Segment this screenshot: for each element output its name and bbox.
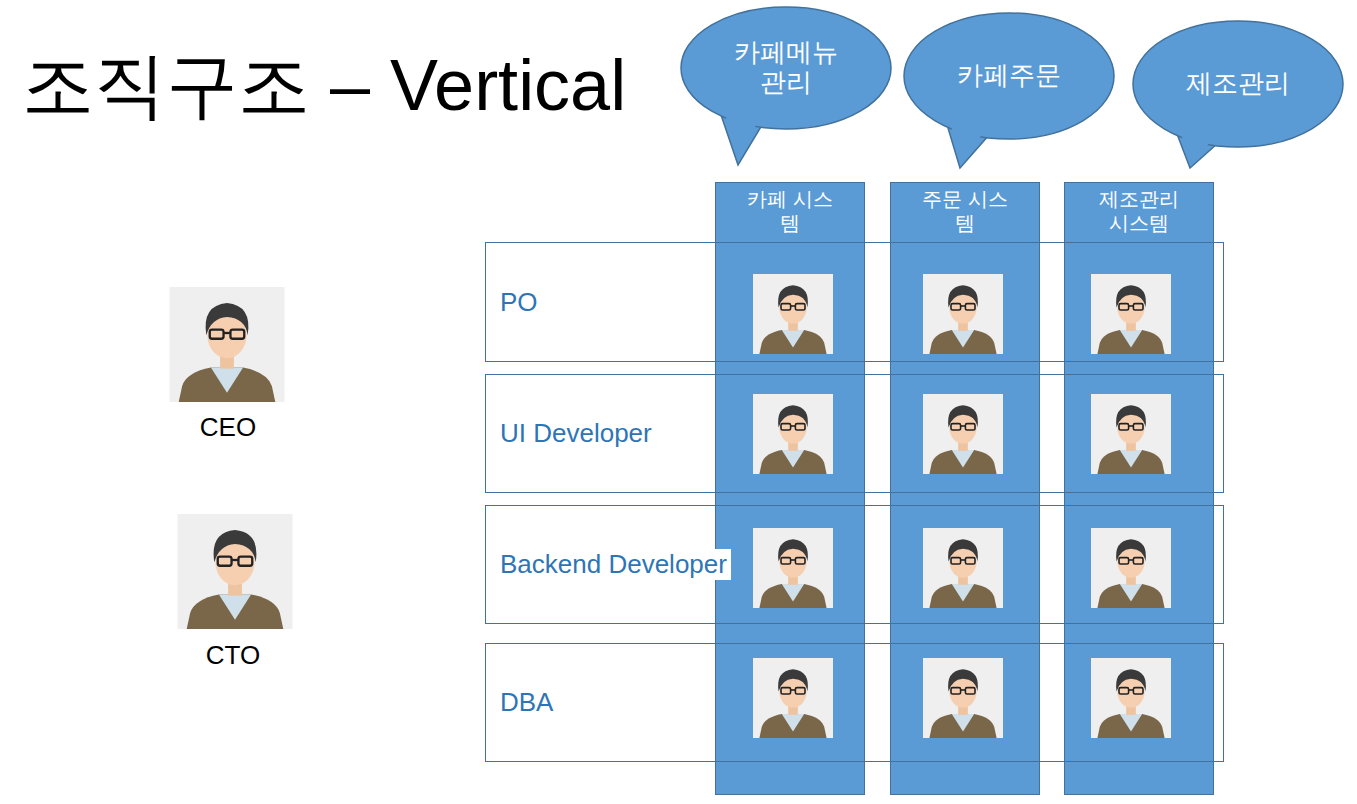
role-caption: CEO xyxy=(200,412,256,443)
speech-bubble: 카페메뉴 관리 xyxy=(680,6,892,130)
role-caption: CTO xyxy=(206,640,260,671)
column-header: 주문 시스템 xyxy=(919,187,1011,235)
person-icon xyxy=(1091,658,1171,738)
person-icon xyxy=(753,528,833,608)
speech-bubble: 제조관리 xyxy=(1132,20,1344,148)
column-header: 카페 시스템 xyxy=(744,187,836,235)
person-icon xyxy=(923,658,1003,738)
row-label: UI Developer xyxy=(496,418,656,449)
person-icon xyxy=(753,658,833,738)
person-icon xyxy=(753,274,833,354)
person-icon xyxy=(923,394,1003,474)
bubble-text: 제조관리 xyxy=(1186,69,1290,99)
person-icon xyxy=(170,287,285,402)
bubble-text: 카페메뉴 관리 xyxy=(726,38,846,98)
person-icon xyxy=(1091,274,1171,354)
column-header: 제조관리 시스템 xyxy=(1093,187,1185,235)
row-label: DBA xyxy=(496,687,557,718)
speech-bubble: 카페주문 xyxy=(903,12,1115,140)
row-label: PO xyxy=(496,287,542,318)
person-icon xyxy=(1091,528,1171,608)
person-icon xyxy=(923,528,1003,608)
page-title: 조직구조 – Vertical xyxy=(22,38,626,134)
role-row: PO xyxy=(485,242,1224,362)
person-icon xyxy=(1091,394,1171,474)
bubble-text: 카페주문 xyxy=(957,61,1061,91)
role-row: DBA xyxy=(485,643,1224,762)
person-icon xyxy=(753,394,833,474)
person-icon xyxy=(923,274,1003,354)
row-label: Backend Developer xyxy=(496,549,731,580)
role-row: Backend Developer xyxy=(485,505,1224,624)
person-icon xyxy=(178,514,293,629)
role-row: UI Developer xyxy=(485,374,1224,493)
